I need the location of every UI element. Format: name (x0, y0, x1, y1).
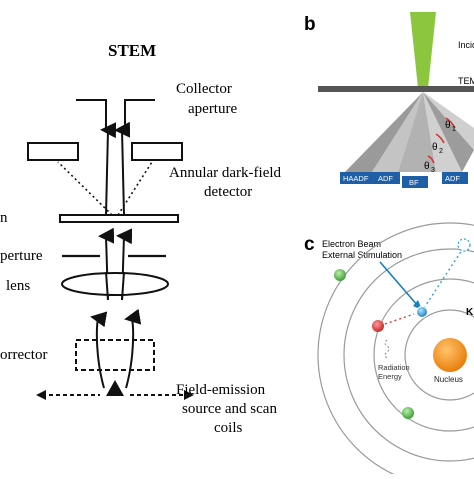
radiation-wave (384, 339, 390, 359)
scatter-lines (57, 161, 153, 216)
adf-label-line2: detector (204, 184, 252, 200)
theta2-sub: 2 (439, 148, 443, 155)
adf-label-line1: Annular dark-field (169, 165, 282, 181)
panel-b-letter: b (304, 14, 316, 35)
panel-c-atom: c Electron Beam External Stimulation Rad… (304, 222, 474, 479)
transition-path (384, 313, 415, 325)
beam-label-line1: Electron Beam (322, 239, 381, 249)
source-label-line2: source and scan (182, 401, 277, 417)
left-label-aperture: perture (0, 248, 43, 264)
collector-label-line1: Collector (176, 81, 232, 97)
adf-detector-b-left (376, 172, 400, 184)
incident-beam (410, 12, 436, 88)
theta2-label: θ (432, 142, 438, 153)
theta1-sub: 1 (452, 126, 456, 133)
adf-detector-left (27, 142, 79, 161)
theta3-sub: 3 (431, 167, 435, 174)
beam-rays (90, 121, 142, 389)
nucleus-label: Nucleus (434, 375, 463, 384)
adf-detector-right (131, 142, 183, 161)
left-label-lens: lens (6, 278, 30, 294)
outer-electron-bottom (402, 407, 414, 419)
scan-arrow-left-head (36, 390, 46, 400)
transition-electron (372, 320, 384, 332)
panel-b-detectors: b Incid TEM θ 1 θ 2 θ 3 HAADF (304, 12, 474, 188)
collector-aperture (76, 99, 155, 128)
stem-title: STEM (108, 41, 156, 60)
incident-label: Incid (458, 40, 474, 50)
haadf-detector (340, 172, 376, 184)
beam-label-line2: External Stimulation (322, 250, 402, 260)
ejected-electron (457, 238, 471, 252)
adf-label-b-right: ADF (445, 174, 460, 183)
theta3-label: θ (424, 161, 430, 172)
field-emission-source (106, 380, 124, 396)
ejected-electron-path (423, 249, 463, 309)
source-label-line3: coils (214, 420, 242, 436)
panel-a-stem: STEM Collector aperture Annular dark-fie… (0, 41, 282, 436)
aberration-corrector (75, 339, 155, 371)
tem-label: TEM (458, 76, 474, 86)
source-label-line1: Field-emission (176, 382, 266, 398)
outer-electron-top (334, 269, 346, 281)
scan-arrow-right-head (184, 390, 194, 400)
adf-label-b-left: ADF (378, 174, 393, 183)
incoming-electron-path (379, 261, 419, 307)
theta1-label: θ (445, 120, 451, 131)
left-label-specimen: n (0, 210, 8, 226)
electron-orbits (317, 222, 474, 479)
condenser-lens (61, 272, 169, 296)
left-label-corrector: orrector (0, 347, 47, 363)
bf-detector (402, 176, 428, 188)
adf-detector-b-right (442, 172, 468, 184)
vacancy-electron (416, 306, 428, 318)
radiation-label-line1: Radiation (378, 363, 410, 372)
bf-label: BF (409, 178, 419, 187)
tem-specimen-plane (318, 86, 474, 92)
radiation-label-line2: Energy (378, 372, 402, 381)
specimen-plate (59, 214, 179, 223)
panel-c-letter: c (304, 234, 315, 255)
haadf-label: HAADF (343, 174, 369, 183)
k-shell-label: K (466, 307, 474, 318)
nucleus (433, 338, 467, 372)
collector-label-line2: aperture (188, 101, 237, 117)
scattering-cones (345, 92, 474, 172)
theta-arcs (427, 117, 456, 164)
